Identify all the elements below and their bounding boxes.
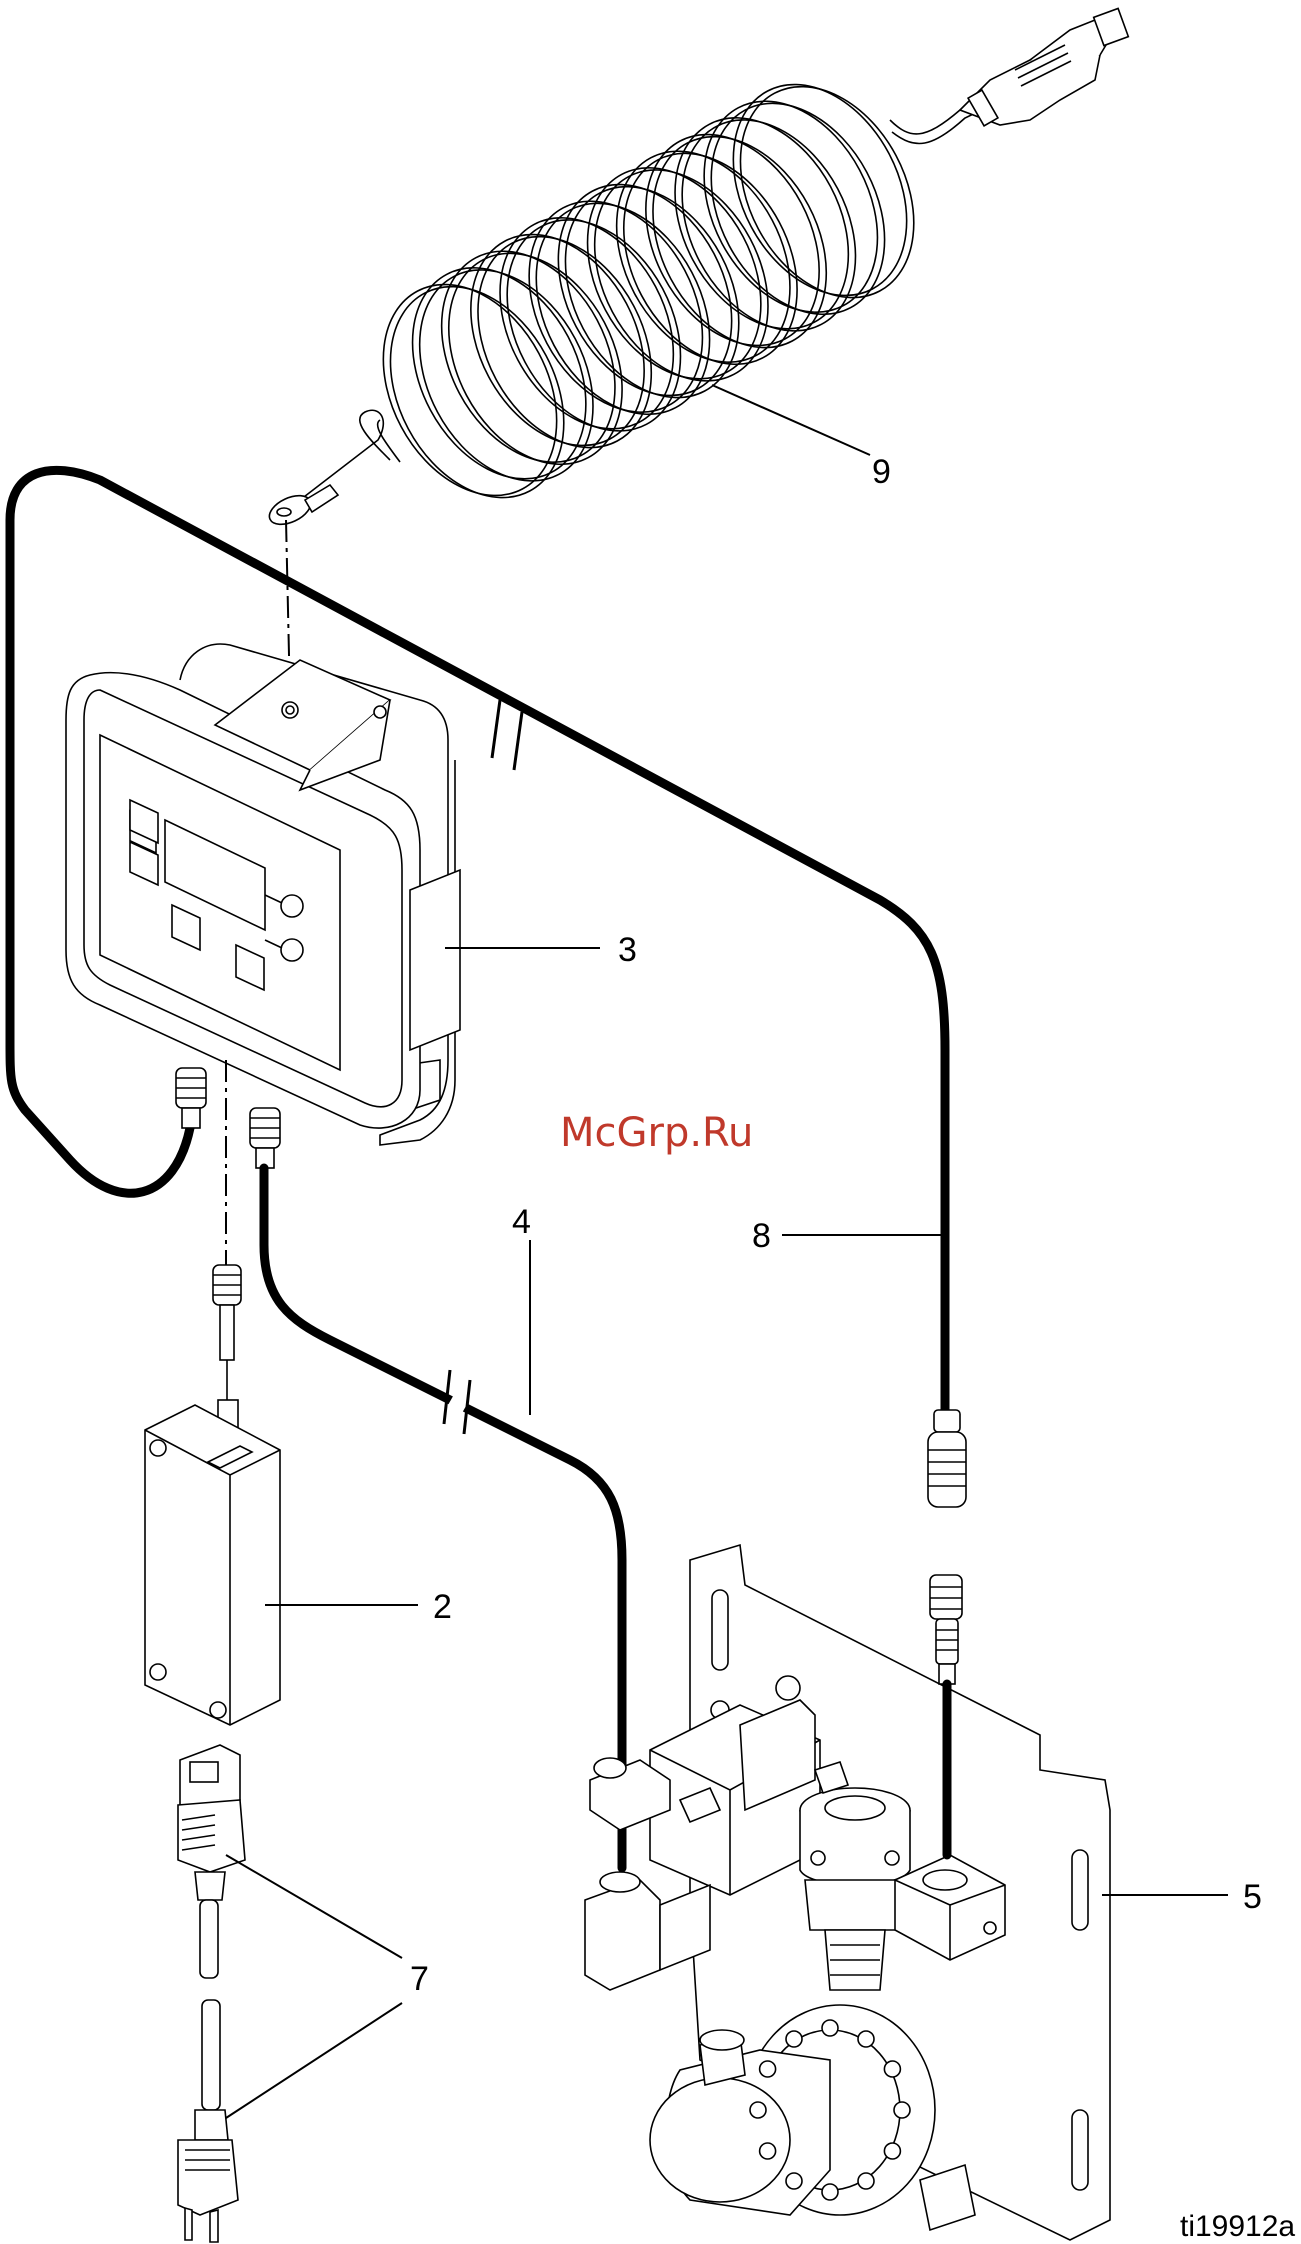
coil-loop	[436, 204, 679, 475]
coil-loop	[618, 107, 861, 378]
leader-7a	[226, 1855, 402, 1958]
ground-clamp	[960, 8, 1128, 125]
ring-terminal	[265, 485, 338, 530]
meter-bolt	[786, 2173, 802, 2189]
coil-loop	[465, 188, 708, 459]
coil-loop	[699, 54, 942, 325]
display-module	[66, 644, 460, 1145]
leader-7b	[226, 2003, 402, 2118]
callout-4: 4	[512, 1203, 531, 1241]
coil-loop	[378, 238, 621, 509]
power-cord-lower	[178, 2000, 238, 2242]
coil-loop	[472, 190, 715, 461]
cable-8-connector	[928, 1410, 966, 1507]
meter-bolt	[822, 2184, 838, 2200]
coil-loop	[349, 254, 592, 525]
coil-loop	[407, 221, 650, 492]
coil-loop	[494, 171, 737, 442]
cable-4	[264, 1168, 622, 1868]
power-cord-upper	[178, 1745, 245, 1978]
coil-loop	[647, 90, 890, 361]
meter-bolt	[894, 2102, 910, 2118]
coil-loop	[640, 88, 883, 359]
coil-loop	[501, 173, 744, 444]
leader-9	[712, 385, 870, 455]
callout-8: 8	[752, 1217, 771, 1255]
coil-loop	[443, 207, 686, 478]
watermark: McGrp.Ru	[560, 1110, 753, 1156]
display-connector-right	[250, 1108, 280, 1168]
coil-loop	[589, 123, 832, 394]
meter-bolt	[884, 2143, 900, 2159]
coil-loop	[524, 154, 767, 425]
meter-bolt	[760, 2143, 776, 2159]
coil-loop	[560, 140, 803, 411]
callout-7: 7	[410, 1960, 429, 1998]
meter-bolt	[760, 2061, 776, 2077]
callout-9: 9	[872, 453, 891, 491]
coil-loop	[611, 104, 854, 375]
meter-bolt	[884, 2061, 900, 2077]
meter-bolt	[858, 2031, 874, 2047]
figure-id: ti19912a	[1180, 2210, 1295, 2243]
meter-bolt	[750, 2102, 766, 2118]
coil-loop	[676, 73, 919, 344]
meter-bolt	[858, 2173, 874, 2189]
coil-loop	[414, 223, 657, 494]
coil-loop	[531, 157, 774, 428]
coil-loop	[385, 240, 628, 511]
coil-loop	[356, 257, 599, 528]
coil-loop	[706, 57, 949, 328]
coil-loop	[669, 71, 912, 342]
callout-5: 5	[1243, 1878, 1262, 1916]
coil-loop	[582, 121, 825, 392]
callout-2: 2	[433, 1588, 452, 1626]
meter-bolt	[822, 2020, 838, 2036]
meter-bolt	[786, 2031, 802, 2047]
coil-loop	[553, 138, 796, 409]
power-supply	[145, 1265, 280, 1725]
display-connector-left	[176, 1068, 206, 1128]
callout-3: 3	[618, 931, 637, 969]
